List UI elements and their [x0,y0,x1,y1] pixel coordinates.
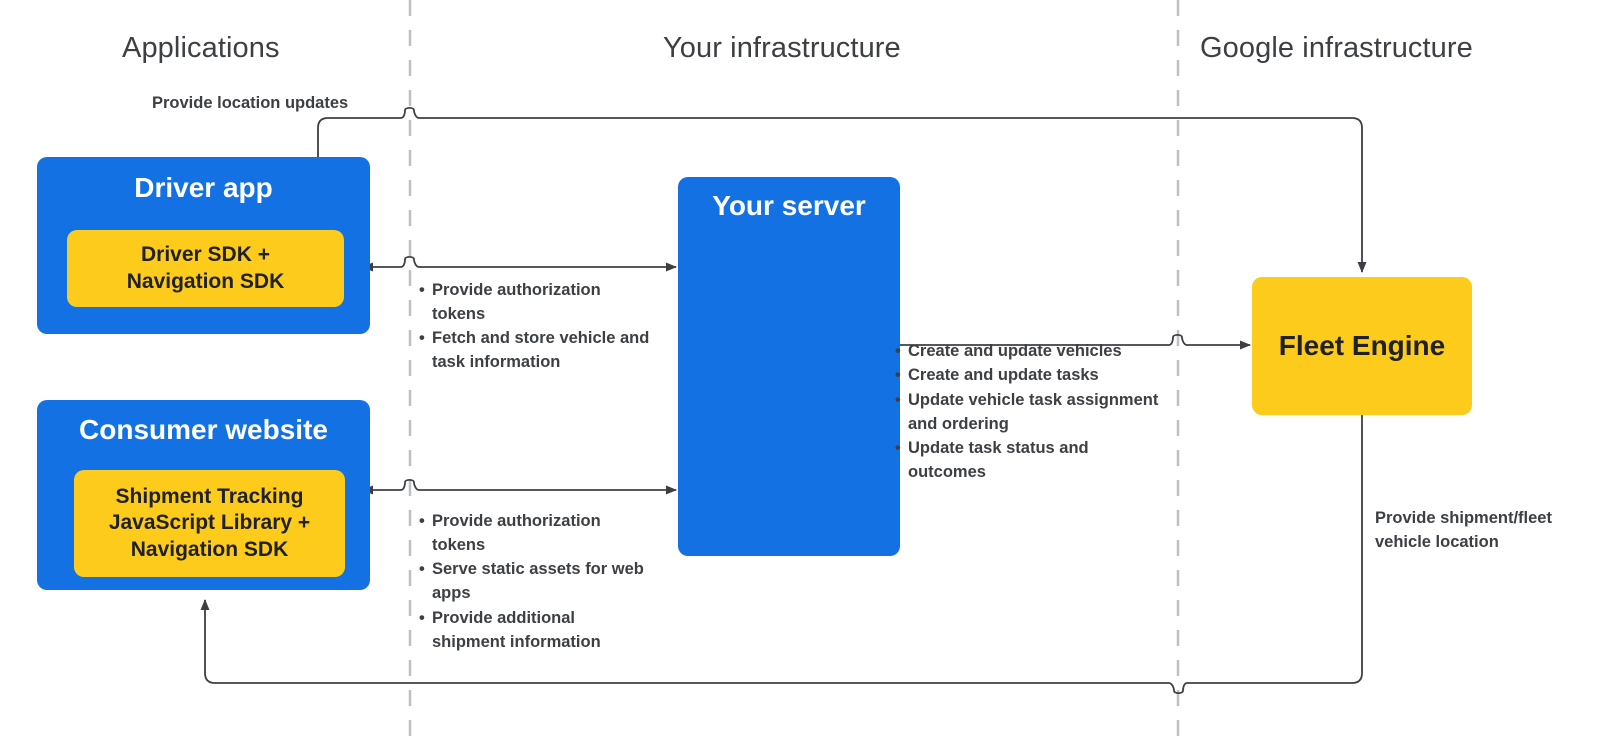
edge-label-server-to-fleet-engine: Create and update vehicles Create and up… [895,340,1160,486]
node-driver-sdk-label: Driver SDK + Navigation SDK [126,242,285,293]
edge-website-server [362,478,677,495]
list-item: Provide additional shipment information [419,607,644,655]
node-consumer-website[interactable]: Consumer website Shipment Tracking JavaS… [37,400,370,590]
list-item: Fetch and store vehicle and task informa… [419,327,654,375]
node-consumer-website-title: Consumer website [79,414,328,445]
edge-label-website-server: Provide authorization tokens Serve stati… [419,510,644,655]
node-your-server-title: Your server [712,190,866,221]
zone-header-google-infrastructure: Google infrastructure [1200,32,1473,64]
list-item: Serve static assets for web apps [419,558,644,606]
node-driver-app[interactable]: Driver app Driver SDK + Navigation SDK [37,157,370,334]
zone-header-your-infrastructure: Your infrastructure [663,32,901,64]
list-item: Provide authorization tokens [419,510,644,558]
node-driver-sdk[interactable]: Driver SDK + Navigation SDK [67,230,344,307]
list-item: Create and update vehicles [895,340,1160,364]
node-shipment-tracking-library[interactable]: Shipment Tracking JavaScript Library + N… [74,470,345,577]
edge-label-provide-shipment-fleet-vehicle-location: Provide shipment/fleet vehicle location [1375,509,1552,551]
list-item: Provide authorization tokens [419,279,654,327]
node-shipment-tracking-library-label: Shipment Tracking JavaScript Library + N… [108,484,311,561]
edge-fleet-engine-to-website [200,415,1363,695]
edge-driver-to-fleet-engine [317,106,1367,273]
list-item: Update vehicle task assignment and order… [895,389,1160,437]
node-your-server[interactable]: Your server [678,177,900,556]
zone-header-applications: Applications [122,32,280,64]
edge-label-provide-location-updates: Provide location updates [152,94,349,112]
node-fleet-engine[interactable]: Fleet Engine [1252,277,1472,415]
node-driver-app-title: Driver app [134,172,273,203]
edge-driver-app-server [362,255,677,272]
edge-label-driver-app-server: Provide authorization tokens Fetch and s… [419,279,654,376]
edge-server-to-fleet-engine [880,333,1251,350]
node-fleet-engine-title: Fleet Engine [1278,330,1446,361]
list-item: Update task status and outcomes [895,437,1160,485]
list-item: Create and update tasks [895,364,1160,388]
